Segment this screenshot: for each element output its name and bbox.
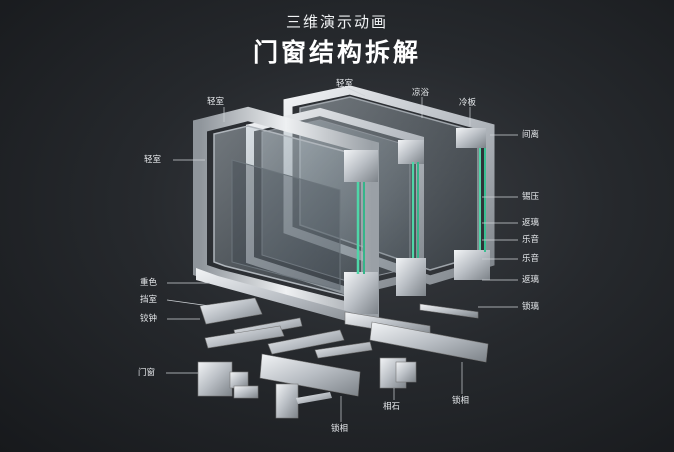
label-bottom-1: 相石	[383, 402, 401, 412]
label-right-2: 锡压	[522, 192, 540, 202]
leader-lines	[166, 87, 518, 422]
label-left-upper: 轻室	[144, 155, 162, 165]
label-right-6: 返璃	[522, 275, 540, 285]
label-right-5: 乐音	[522, 254, 540, 264]
label-left-4: 门窗	[138, 368, 156, 378]
label-right-3: 返璃	[522, 218, 540, 228]
front-frame	[193, 106, 379, 328]
page-subtitle: 三维演示动画	[285, 13, 388, 31]
label-right-1: 间离	[522, 130, 540, 140]
label-bottom-2: 锁相	[452, 396, 470, 406]
label-left-2: 挡室	[140, 295, 158, 305]
label-top-mid: 凉浴	[412, 88, 430, 98]
label-top-right: 冷板	[459, 98, 477, 108]
label-top-left: 轻室	[207, 97, 225, 107]
label-right-4: 乐音	[522, 235, 540, 245]
label-left-3: 铰钟	[140, 314, 158, 324]
page-title: 门窗结构拆解	[252, 38, 421, 67]
label-right-7: 锁璃	[522, 302, 540, 312]
label-bottom-3: 锁相	[331, 424, 349, 434]
hardware-parts	[197, 297, 489, 419]
label-left-1: 重色	[140, 278, 158, 288]
label-top-center: 轻室	[336, 79, 354, 89]
